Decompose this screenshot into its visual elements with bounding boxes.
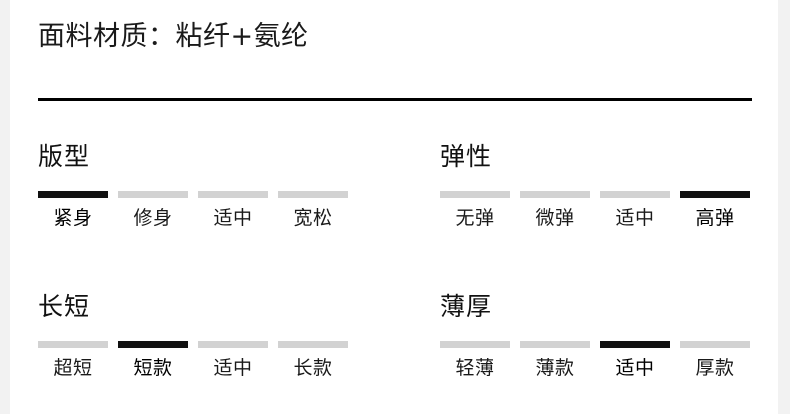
option-label: 微弹 [535, 207, 575, 229]
option-bar-icon [198, 191, 268, 198]
attribute-row-1: 版型 紧身 修身 适中 [38, 140, 752, 290]
attribute-block-length: 长短 超短 短款 适中 [38, 290, 368, 381]
option-fit-1[interactable]: 修身 [118, 191, 188, 231]
attribute-heading-thickness: 薄厚 [440, 292, 493, 321]
attribute-block-fit: 版型 紧身 修身 适中 [38, 140, 368, 231]
attribute-grid: 版型 紧身 修身 适中 [38, 140, 752, 414]
option-label: 宽松 [293, 207, 333, 229]
attribute-options-fit: 紧身 修身 适中 宽松 [38, 191, 368, 231]
option-bar-icon [38, 341, 108, 348]
option-label: 超短 [53, 357, 93, 379]
option-bar-icon [680, 191, 750, 198]
option-bar-icon [440, 191, 510, 198]
option-label: 紧身 [53, 207, 93, 229]
option-label: 修身 [133, 207, 173, 229]
option-length-3[interactable]: 长款 [278, 341, 348, 381]
option-bar-icon [520, 341, 590, 348]
option-length-1[interactable]: 短款 [118, 341, 188, 381]
option-bar-icon [600, 341, 670, 348]
option-bar-icon [118, 341, 188, 348]
option-thickness-3[interactable]: 厚款 [680, 341, 750, 381]
option-bar-icon [278, 341, 348, 348]
attribute-options-elasticity: 无弹 微弹 适中 高弹 [440, 191, 770, 231]
option-label: 轻薄 [455, 357, 495, 379]
attribute-options-length: 超短 短款 适中 长款 [38, 341, 368, 381]
option-bar-icon [680, 341, 750, 348]
header-divider [38, 98, 752, 101]
option-bar-icon [198, 341, 268, 348]
attribute-heading-length: 长短 [38, 292, 91, 321]
option-label: 厚款 [695, 357, 735, 379]
option-elasticity-0[interactable]: 无弹 [440, 191, 510, 231]
option-bar-icon [600, 191, 670, 198]
attribute-options-thickness: 轻薄 薄款 适中 厚款 [440, 341, 770, 381]
attribute-heading-elasticity: 弹性 [440, 142, 493, 171]
option-bar-icon [278, 191, 348, 198]
option-thickness-1[interactable]: 薄款 [520, 341, 590, 381]
option-bar-icon [38, 191, 108, 198]
option-label: 适中 [615, 357, 655, 379]
option-label: 无弹 [455, 207, 495, 229]
option-label: 适中 [213, 357, 253, 379]
option-thickness-2[interactable]: 适中 [600, 341, 670, 381]
left-gutter [0, 0, 10, 414]
option-fit-3[interactable]: 宽松 [278, 191, 348, 231]
option-elasticity-2[interactable]: 适中 [600, 191, 670, 231]
option-label: 长款 [293, 357, 333, 379]
option-fit-0[interactable]: 紧身 [38, 191, 108, 231]
option-bar-icon [118, 191, 188, 198]
option-bar-icon [520, 191, 590, 198]
option-length-2[interactable]: 适中 [198, 341, 268, 381]
option-label: 适中 [615, 207, 655, 229]
option-label: 薄款 [535, 357, 575, 379]
content-area: 面料材质：粘纤+氨纶 版型 紧身 修身 [38, 0, 752, 414]
attribute-block-thickness: 薄厚 轻薄 薄款 适中 [440, 290, 770, 381]
right-gutter [778, 0, 790, 414]
fabric-material-title: 面料材质：粘纤+氨纶 [38, 21, 309, 52]
option-fit-2[interactable]: 适中 [198, 191, 268, 231]
option-label: 高弹 [695, 207, 735, 229]
option-bar-icon [440, 341, 510, 348]
option-thickness-0[interactable]: 轻薄 [440, 341, 510, 381]
attribute-row-2: 长短 超短 短款 适中 [38, 290, 752, 414]
option-label: 适中 [213, 207, 253, 229]
option-elasticity-3[interactable]: 高弹 [680, 191, 750, 231]
option-length-0[interactable]: 超短 [38, 341, 108, 381]
attribute-heading-fit: 版型 [38, 142, 91, 171]
option-elasticity-1[interactable]: 微弹 [520, 191, 590, 231]
option-label: 短款 [133, 357, 173, 379]
attribute-block-elasticity: 弹性 无弹 微弹 适中 [440, 140, 770, 231]
